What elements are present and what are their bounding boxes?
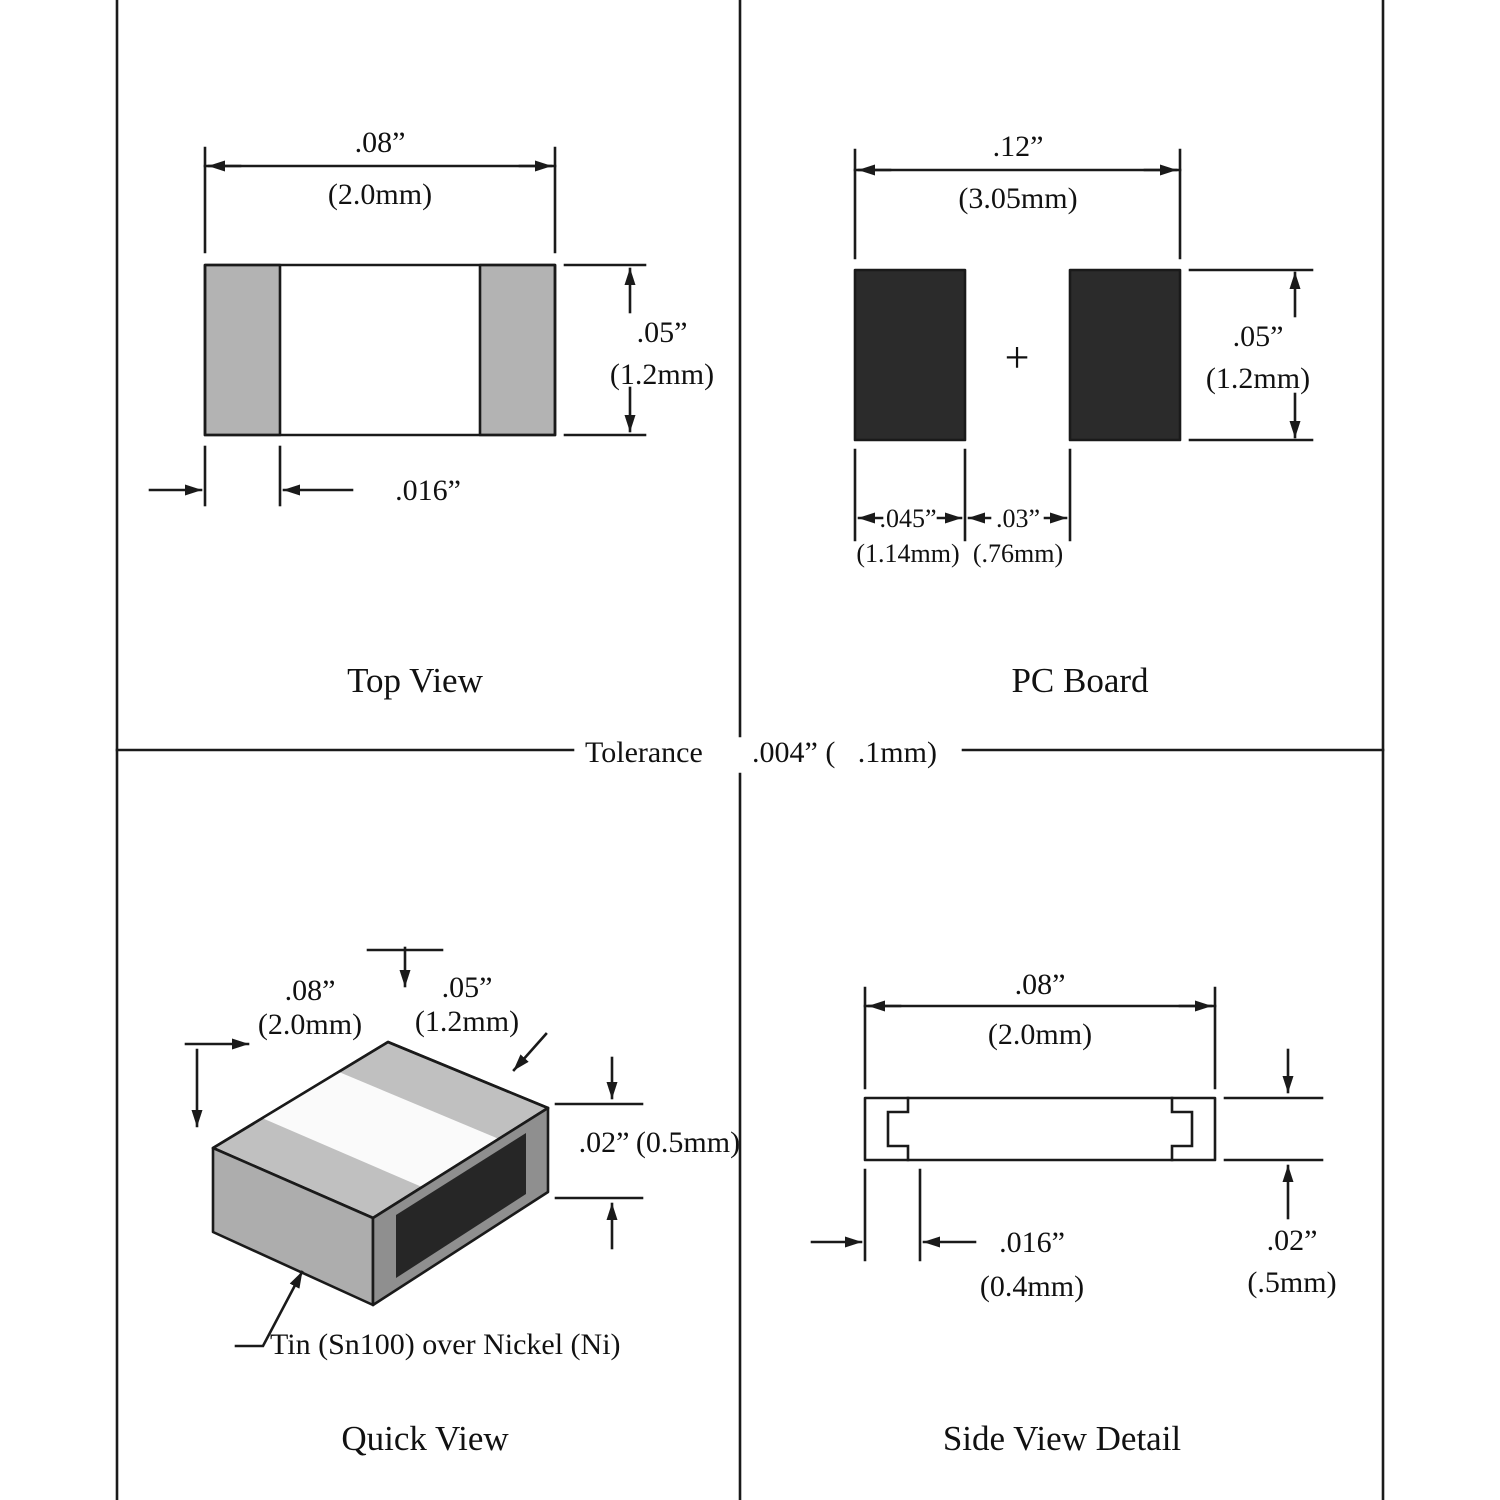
side-view-thickness-mm: (.5mm) xyxy=(1247,1266,1336,1299)
quick-view-length-mm: (2.0mm) xyxy=(258,1008,362,1041)
side-view-terminal-mm: (0.4mm) xyxy=(980,1270,1084,1303)
pc-board-caption: PC Board xyxy=(1011,661,1149,700)
side-view-thickness-inch: .02” xyxy=(1267,1224,1318,1257)
pc-board-gap-mm: (.76mm) xyxy=(973,539,1063,568)
quick-view-ceramic-body-stripe xyxy=(262,1072,499,1187)
quick-view-width-leader xyxy=(366,946,548,1072)
pc-board-pad-and-gap-dimensions: .045” .03” (1.14mm) (.76mm) xyxy=(853,448,1072,568)
pc-board-span-inch: .12” xyxy=(993,130,1044,163)
pc-board-left-pad xyxy=(853,268,967,442)
top-view-section: .08” (2.0mm) .05” (1.2mm) .016” Top View xyxy=(148,126,714,700)
quick-view-section: .08” (2.0mm) .05” (1.2mm) .02” (0.5mm) T… xyxy=(184,946,740,1458)
quick-view-plating-note: Tin (Sn100) over Nickel (Ni) xyxy=(270,1328,621,1361)
pc-board-pad-inch: .045” xyxy=(879,504,936,533)
top-view-width-dimension: .08” (2.0mm) xyxy=(203,126,557,254)
side-view-caption: Side View Detail xyxy=(943,1419,1182,1458)
quick-view-width-inch: .05” xyxy=(442,971,493,1004)
side-view-length-dimension: .08” (2.0mm) xyxy=(863,968,1217,1090)
top-view-terminal-dimension: .016” xyxy=(148,445,461,507)
quick-view-side-recess xyxy=(396,1133,526,1278)
side-view-length-mm: (2.0mm) xyxy=(988,1018,1092,1051)
tolerance-label: Tolerance xyxy=(585,736,703,769)
side-view-length-inch: .08” xyxy=(1015,968,1066,1001)
side-view-left-terminal-notch xyxy=(886,1096,910,1162)
pc-board-span-dimension: .12” (3.05mm) xyxy=(853,130,1182,260)
quick-view-thickness-inch: .02” xyxy=(579,1126,630,1159)
quick-view-thickness-mm: (0.5mm) xyxy=(636,1126,740,1159)
tolerance-note: Tolerance .004” ( .1mm) xyxy=(585,736,937,769)
pc-board-span-mm: (3.05mm) xyxy=(958,182,1077,215)
quick-view-length-leader xyxy=(184,1038,250,1128)
quick-view-thickness-dimension xyxy=(554,1056,644,1250)
quick-view-length-inch: .08” xyxy=(285,974,336,1007)
pc-board-height-mm: (1.2mm) xyxy=(1206,362,1310,395)
top-view-terminal-inch: .016” xyxy=(395,474,461,507)
side-view-right-terminal-notch xyxy=(1170,1096,1194,1162)
top-view-right-terminal xyxy=(478,263,557,437)
side-view-profile-outline xyxy=(863,1096,1217,1162)
top-view-caption: Top View xyxy=(347,661,483,700)
side-view-section: .08” (2.0mm) .02” (.5mm) .016” (0.4mm) S… xyxy=(810,968,1337,1458)
tolerance-value: .004” ( .1mm) xyxy=(752,736,937,769)
top-view-height-dimension: .05” (1.2mm) xyxy=(563,263,714,437)
leader-arrow xyxy=(512,1032,548,1072)
side-view-thickness-dimension: .02” (.5mm) xyxy=(1223,1048,1337,1299)
side-view-terminal-dimension: .016” (0.4mm) xyxy=(810,1168,1084,1303)
quick-view-width-mm: (1.2mm) xyxy=(415,1005,519,1038)
frame-borders xyxy=(115,0,1385,1500)
pc-board-pad-mm: (1.14mm) xyxy=(856,539,959,568)
top-view-left-terminal xyxy=(203,263,282,437)
quick-view-caption: Quick View xyxy=(341,1419,509,1458)
top-view-body-outline xyxy=(203,263,557,437)
pc-board-right-pad xyxy=(1068,268,1182,442)
top-view-width-inch: .08” xyxy=(355,126,406,159)
top-view-height-mm: (1.2mm) xyxy=(610,358,714,391)
pc-board-section: + .12” (3.05mm) .05” (1.2mm) . xyxy=(853,130,1314,700)
pc-board-height-dimension: .05” (1.2mm) xyxy=(1188,268,1314,442)
pc-board-gap-inch: .03” xyxy=(996,504,1040,533)
plating-leader-arrow xyxy=(234,1270,304,1348)
pc-board-plus-mark: + xyxy=(1005,333,1030,382)
side-view-terminal-inch: .016” xyxy=(999,1226,1065,1259)
top-view-width-mm: (2.0mm) xyxy=(328,178,432,211)
pc-board-height-inch: .05” xyxy=(1233,320,1284,353)
top-view-height-inch: .05” xyxy=(637,316,688,349)
